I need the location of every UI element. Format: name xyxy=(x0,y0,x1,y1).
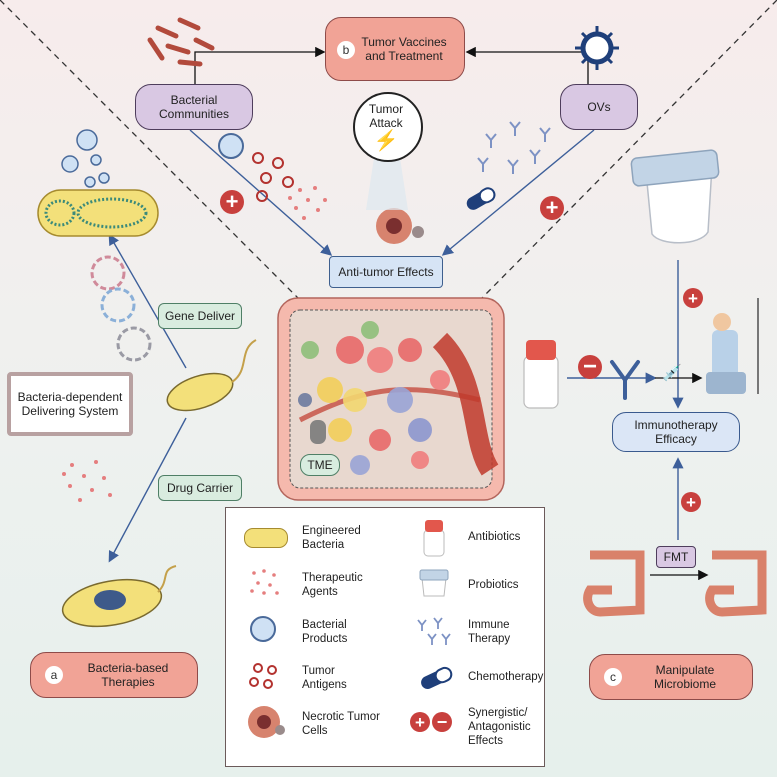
drug-carrier-label: Drug Carrier xyxy=(166,481,233,495)
bacteria-based-box: a Bacteria-based Therapies xyxy=(30,652,198,698)
tumor-vaccines-box: b Tumor Vaccines and Treatment xyxy=(325,17,465,81)
legend-chemo-icon xyxy=(421,666,453,689)
arrow-to-engineered-bottom xyxy=(108,417,187,563)
manipulate-box: c Manipulate Microbiome xyxy=(589,654,753,700)
intestine-right xyxy=(705,550,767,617)
legend-probiotics-label: Probiotics xyxy=(468,579,519,591)
drug-carrier-box: Drug Carrier xyxy=(158,475,242,501)
plus-icon-fmt: + xyxy=(681,492,701,512)
dashed-divider-left xyxy=(0,0,301,301)
bacteria-cluster-icon xyxy=(147,17,215,67)
necrotic-tumor-icon xyxy=(376,208,424,244)
ovs-label: OVs xyxy=(587,100,611,114)
anti-tumor-box: Anti-tumor Effects xyxy=(329,256,443,288)
legend-bacterial-products-label: Bacterial Products xyxy=(302,619,348,645)
legend-necrotic-label: Necrotic Tumor Cells xyxy=(302,711,380,737)
legend-therapeutic-label: Therapeutic Agents xyxy=(302,572,363,598)
tme-tag: TME xyxy=(300,454,340,476)
fmt-label: FMT xyxy=(663,550,689,564)
legend-tumor-antigens-label: Tumor Antigens xyxy=(302,665,347,691)
patient-icon xyxy=(706,298,759,394)
bacteria-based-label: Bacteria-based Therapies xyxy=(87,661,169,689)
tumor-attack-label-wrap: Tumor Attack xyxy=(353,100,419,132)
plasmid-icons xyxy=(90,255,152,362)
therapeutic-agents-icon xyxy=(288,186,327,220)
bacterium-center xyxy=(166,339,257,412)
delivering-system-label: Bacteria-dependent Delivering System xyxy=(17,390,123,418)
ovs-box: OVs xyxy=(560,84,638,130)
arrow-ovs-to-antitumor xyxy=(441,129,595,256)
virus-icon xyxy=(575,26,619,70)
legend-panel: Engineered Bacteria Therapeutic Agents B… xyxy=(225,507,545,767)
gene-deliver-label: Gene Deliver xyxy=(164,309,236,323)
legend-engineered-icon xyxy=(244,528,288,548)
immunotherapy-box: Immunotherapy Efficacy xyxy=(612,412,740,452)
tme-label: TME xyxy=(307,458,333,472)
antibiotics-vial xyxy=(523,340,559,409)
bacterial-communities-label: Bacterial Communities xyxy=(158,93,230,121)
immune-therapy-icon xyxy=(477,121,551,174)
dashed-divider-right xyxy=(479,0,777,301)
plus-icon-probiotics: + xyxy=(683,288,703,308)
bacterial-products-cluster xyxy=(61,129,110,188)
label-letter-c: c xyxy=(604,668,622,686)
syringe-icon: 💉 xyxy=(662,365,682,382)
tumor-antigens-icon xyxy=(252,152,294,202)
arrow-ovs-to-vaccines xyxy=(465,46,589,86)
minus-icon-antibiotics: − xyxy=(578,355,602,379)
anti-tumor-label: Anti-tumor Effects xyxy=(338,265,434,279)
legend-necrotic-icon xyxy=(248,706,285,738)
label-letter-a: a xyxy=(45,666,63,684)
plus-icon-left: + xyxy=(220,190,244,214)
legend-therapeutic-icon xyxy=(250,569,279,595)
legend-minus-icon: − xyxy=(432,712,452,732)
legend-engineered-label: Engineered Bacteria xyxy=(302,525,361,551)
legend-immune-label: Immune Therapy xyxy=(468,619,511,645)
fmt-box: FMT xyxy=(656,546,696,568)
probiotics-container xyxy=(630,149,720,244)
legend-probiotics-icon xyxy=(419,569,449,597)
legend-chemo-label: Chemotherapy xyxy=(468,671,544,683)
therapeutic-agents-left xyxy=(62,460,112,502)
chemotherapy-icon xyxy=(466,187,496,210)
legend-immune-icon xyxy=(417,617,451,645)
antibody-icon xyxy=(610,360,640,400)
delivering-system-box: Bacteria-dependent Delivering System xyxy=(7,372,133,436)
bacterial-communities-box: Bacterial Communities xyxy=(135,84,253,130)
legend-tumor-antigens-icon xyxy=(249,663,277,689)
lightning-icon: ⚡ xyxy=(373,130,399,152)
gene-deliver-box: Gene Deliver xyxy=(158,303,242,329)
engineered-bacteria-top xyxy=(37,189,159,237)
label-letter-b: b xyxy=(337,41,355,59)
manipulate-label: Manipulate Microbiome xyxy=(653,663,716,691)
tumor-vaccines-label: Tumor Vaccines and Treatment xyxy=(361,35,447,63)
legend-plus-icon: + xyxy=(410,712,430,732)
legend-antibiotics-icon xyxy=(423,520,445,557)
bacterial-product-icon xyxy=(218,133,244,159)
immunotherapy-label: Immunotherapy Efficacy xyxy=(634,418,718,446)
legend-antibiotics-label: Antibiotics xyxy=(468,531,521,543)
tumor-attack-circle xyxy=(353,92,423,162)
legend-synergistic-label: Synergistic/ Antagonistic Effects xyxy=(468,707,531,747)
engineered-bacteria-bottom xyxy=(61,565,177,628)
arrow-to-engineered-top xyxy=(108,233,187,369)
intestine-left xyxy=(583,550,645,617)
tumor-attack-label: Tumor Attack xyxy=(368,102,404,130)
spotlight xyxy=(366,158,408,210)
legend-bacterial-products-icon xyxy=(250,616,276,642)
tme-panel xyxy=(277,297,505,501)
plus-icon-right: + xyxy=(540,196,564,220)
arrow-bacteria-to-vaccines xyxy=(194,46,326,86)
